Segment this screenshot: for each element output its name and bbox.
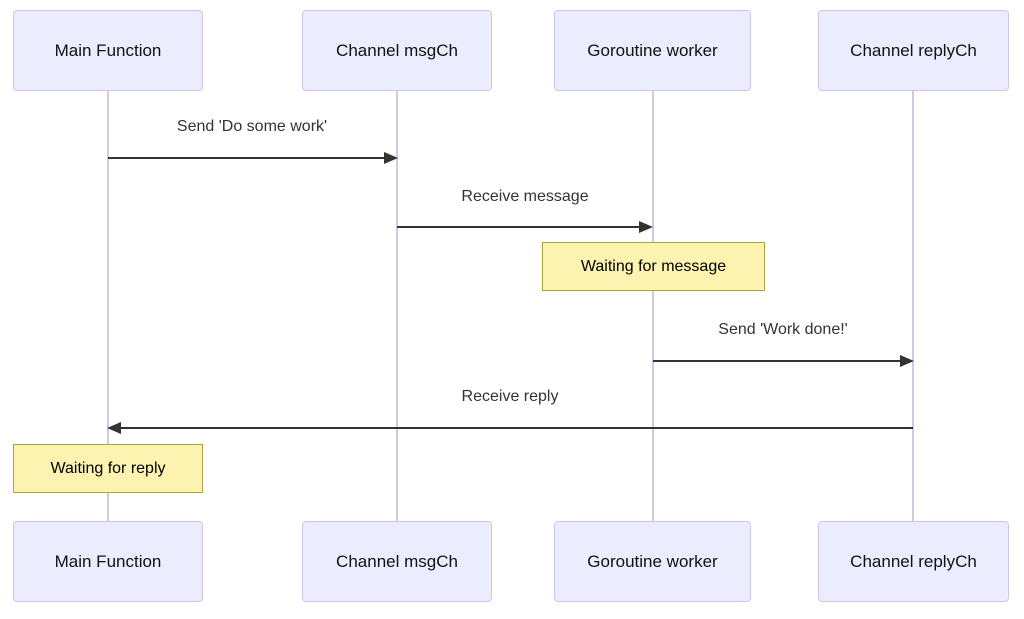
participant-top-main-function: Main Function [13, 10, 203, 91]
arrowhead-left-icon [107, 422, 121, 434]
arrowhead-right-icon [639, 221, 653, 233]
message-arrow-receive-message [397, 226, 640, 228]
message-label-send-do-some-work: Send 'Do some work' [176, 118, 328, 135]
note-waiting-for-reply: Waiting for reply [13, 444, 203, 493]
participant-top-goroutine-worker: Goroutine worker [554, 10, 751, 91]
participant-bottom-main-function: Main Function [13, 521, 203, 602]
message-arrow-send-work-done [653, 360, 901, 362]
lifeline-channel-msgch [396, 91, 398, 521]
arrowhead-right-icon [384, 152, 398, 164]
participant-bottom-channel-msgch: Channel msgCh [302, 521, 492, 602]
participant-top-channel-msgch: Channel msgCh [302, 10, 492, 91]
message-arrow-send-do-some-work [108, 157, 385, 159]
arrowhead-right-icon [900, 355, 914, 367]
note-waiting-for-message: Waiting for message [542, 242, 765, 291]
message-label-receive-message: Receive message [461, 188, 589, 205]
lifeline-channel-replych [912, 91, 914, 521]
lifeline-main-function [107, 91, 109, 521]
participant-top-channel-replych: Channel replyCh [818, 10, 1009, 91]
message-label-send-work-done: Send 'Work done!' [718, 321, 848, 338]
participant-bottom-channel-replych: Channel replyCh [818, 521, 1009, 602]
message-label-receive-reply: Receive reply [461, 388, 559, 405]
participant-bottom-goroutine-worker: Goroutine worker [554, 521, 751, 602]
lifeline-goroutine-worker [652, 91, 654, 521]
message-arrow-receive-reply [120, 427, 913, 429]
